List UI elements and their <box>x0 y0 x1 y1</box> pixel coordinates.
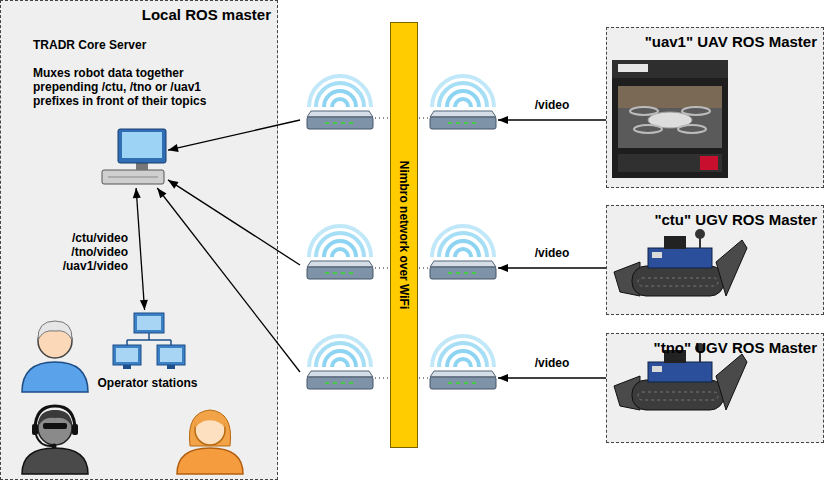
computer-icon <box>102 170 164 184</box>
person-icon <box>195 413 225 428</box>
network-icon <box>126 340 128 345</box>
computer-icon <box>108 177 158 178</box>
wireless-link <box>375 377 389 379</box>
link-label: /video <box>533 98 572 112</box>
uav-photo <box>700 156 718 170</box>
uav-photo <box>618 86 722 108</box>
network-icon <box>170 340 172 345</box>
arrow-head <box>498 374 508 382</box>
node-title: Operator stations <box>85 376 210 390</box>
wireless-link <box>375 267 389 269</box>
network-icon <box>167 365 175 369</box>
wireless-link <box>419 377 430 379</box>
person-icon <box>72 424 78 435</box>
wifi-router <box>307 76 373 129</box>
wifi-router <box>430 76 496 129</box>
person-icon <box>38 411 72 445</box>
wifi-router <box>430 76 496 129</box>
data-link <box>498 116 606 124</box>
uav-photo <box>612 60 728 178</box>
network-icon <box>160 348 182 362</box>
wireless-link <box>419 267 430 269</box>
wifi-router <box>430 226 496 279</box>
wifi-router <box>430 226 496 279</box>
person-icon <box>43 423 67 429</box>
node-title: "tno" UGV ROS Master <box>654 339 817 357</box>
network-icon <box>116 348 138 362</box>
data-link <box>498 264 606 272</box>
wireless-link <box>419 117 430 119</box>
wifi-router <box>307 226 373 279</box>
person-icon <box>32 424 38 435</box>
node-title: "uav1" UAV ROS Master <box>645 33 817 51</box>
ros-master-panel: Local ROS masterTRADR Core ServerMuxes r… <box>0 0 278 480</box>
wifi-router <box>307 226 373 279</box>
node-title: "ctu" UGV ROS Master <box>654 211 817 229</box>
topic-label: /tno/video <box>18 245 128 259</box>
network-icon <box>123 365 131 369</box>
uav-photo <box>618 64 648 72</box>
wifi-router <box>307 336 373 389</box>
topic-label: /ctu/video <box>18 231 128 245</box>
data-link <box>498 374 606 382</box>
person-icon <box>38 321 72 340</box>
uav-photo <box>634 125 662 133</box>
network-icon <box>134 313 164 333</box>
uav-photo <box>618 86 722 148</box>
node-title: Nimbro network over WiFi <box>397 161 411 310</box>
link-label: /video <box>533 356 572 370</box>
arrow-head <box>498 116 508 124</box>
network-icon <box>157 345 185 365</box>
network-icon <box>127 339 171 341</box>
uav-photo <box>612 60 728 78</box>
node-title: TRADR Core Server <box>33 38 146 52</box>
uav-photo <box>618 154 722 172</box>
link-line <box>498 267 606 268</box>
node-description: Muxes robot data together prepending /ct… <box>33 66 245 108</box>
computer-icon <box>122 132 162 158</box>
network-icon <box>148 333 150 340</box>
link-label: /video <box>533 246 572 260</box>
network-icon <box>137 316 161 330</box>
person-icon <box>52 444 57 449</box>
uav-photo <box>630 107 658 115</box>
uav-photo <box>678 125 706 133</box>
wifi-router <box>307 76 373 129</box>
wifi-router <box>430 336 496 389</box>
wireless-link <box>375 117 389 119</box>
wifi-router <box>307 336 373 389</box>
link-line <box>498 119 606 120</box>
node-title: Local ROS master <box>142 6 271 24</box>
uav-photo <box>612 60 728 178</box>
topic-label: /uav1/video <box>18 259 128 273</box>
robot-ros-master: "ctu" UGV ROS Master <box>606 205 824 315</box>
computer-icon <box>118 129 166 163</box>
arrow-head <box>498 264 508 272</box>
network-icon <box>113 345 141 365</box>
wifi-router <box>430 336 496 389</box>
link-line <box>498 377 606 378</box>
uav-photo <box>682 107 710 115</box>
